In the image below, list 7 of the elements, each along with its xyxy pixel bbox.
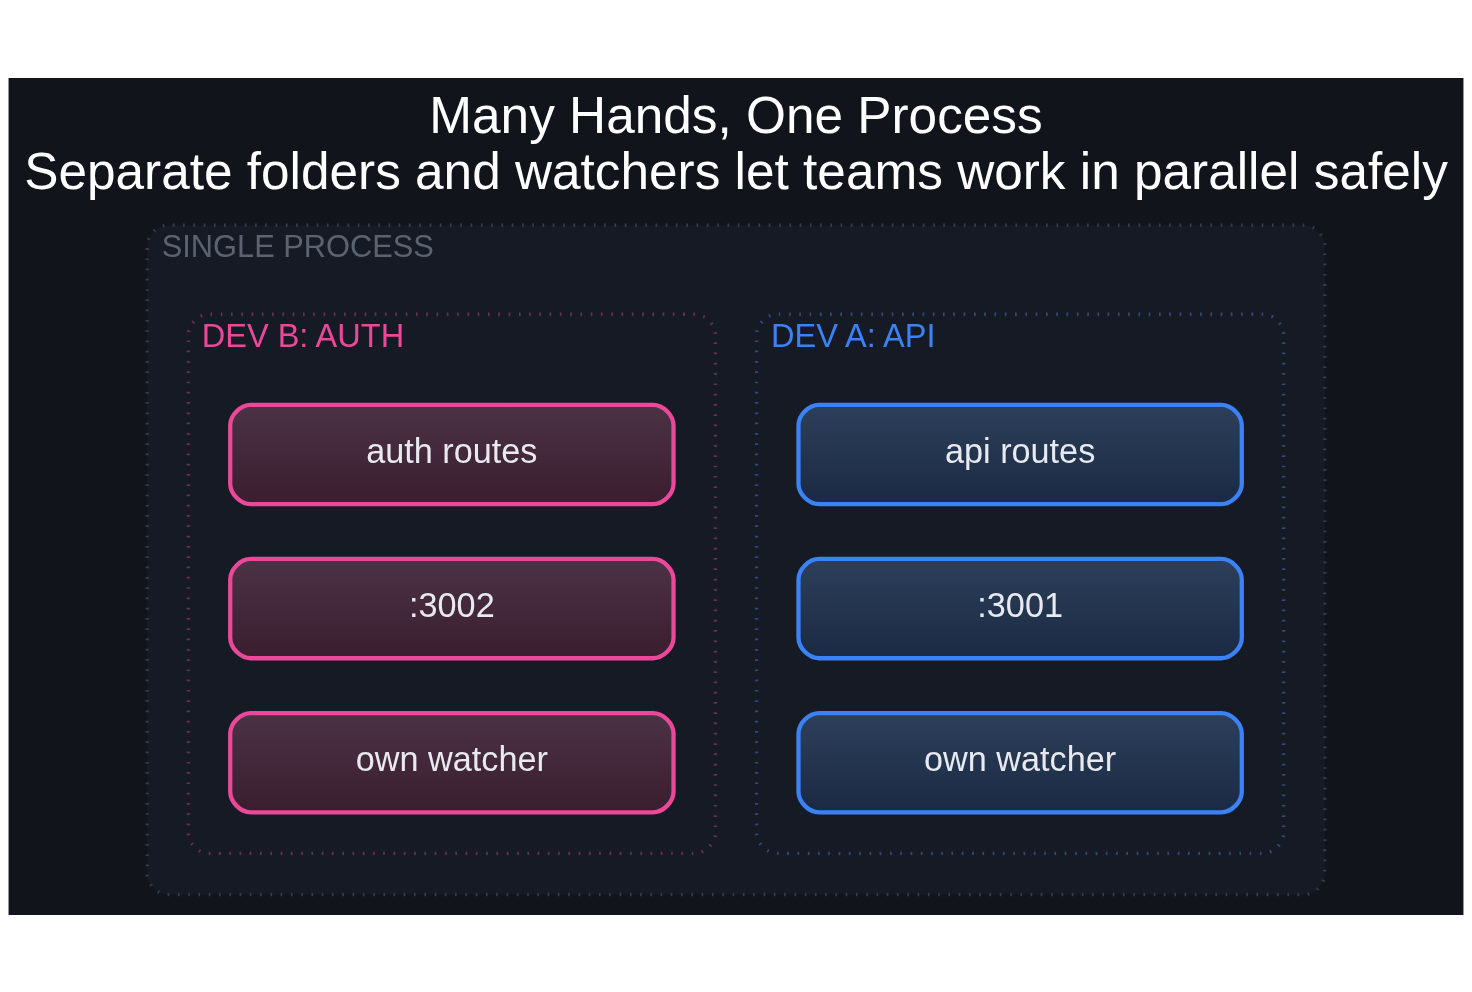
node-box: :3002: [228, 556, 676, 660]
node-box: api routes: [796, 402, 1244, 506]
node-box: auth routes: [228, 402, 676, 506]
node-box: own watcher: [796, 710, 1244, 814]
node-box: own watcher: [228, 710, 676, 814]
diagram-title: Many Hands, One Process: [429, 86, 1043, 144]
node-box: :3001: [796, 556, 1244, 660]
